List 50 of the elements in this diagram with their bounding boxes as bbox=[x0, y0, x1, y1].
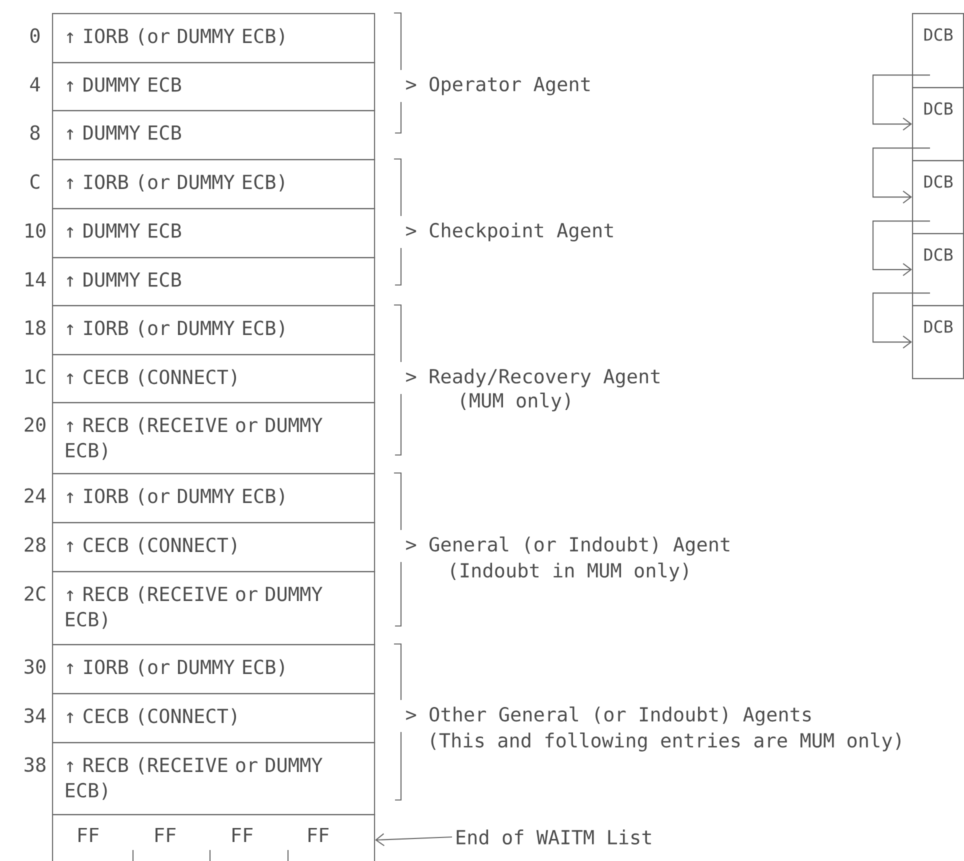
table-row: FF FF FF FF bbox=[52, 814, 376, 861]
table-row: ↑ RECB (RECEIVE or DUMMY ECB) bbox=[52, 402, 376, 474]
offset-label: C bbox=[30, 174, 40, 189]
offset-label: 0 bbox=[30, 28, 40, 43]
table-row: ↑ DUMMY ECB bbox=[52, 62, 376, 112]
end-note: End of WAITM List bbox=[456, 830, 651, 844]
agent-label: > Other General (or Indoubt) Agents bbox=[406, 706, 811, 726]
table-row: ↑ CECB (CONNECT) bbox=[52, 522, 376, 572]
agent-label: > General (or Indoubt) Agent bbox=[406, 536, 730, 556]
offset-label: 8 bbox=[30, 125, 40, 140]
offset-label: 10 bbox=[26, 223, 46, 238]
agent-label: > Operator Agent bbox=[406, 76, 590, 96]
offset-label: 4 bbox=[30, 77, 40, 92]
offset-label: 20 bbox=[24, 417, 46, 432]
table-row: ↑ CECB (CONNECT) bbox=[52, 354, 376, 404]
arrow bbox=[872, 148, 930, 204]
arrow bbox=[872, 292, 930, 348]
table-row: ↑ IORB (or DUMMY ECB) bbox=[52, 644, 376, 694]
table-row: ↑ DUMMY ECB bbox=[52, 110, 376, 160]
offset-label: 28 bbox=[24, 537, 46, 552]
table-row: ↑ RECB (RECEIVE or DUMMY ECB) bbox=[52, 742, 376, 816]
table-row: ↑ IORB (or DUMMY ECB) bbox=[52, 305, 376, 356]
arrow bbox=[872, 74, 930, 130]
offset-label: 14 bbox=[26, 272, 46, 286]
agent-label: > Checkpoint Agent bbox=[406, 222, 613, 242]
table-row: ↑ IORB (or DUMMY ECB) bbox=[52, 13, 376, 64]
offset-label: 1C bbox=[26, 369, 46, 384]
dcb-box: DCB bbox=[912, 13, 964, 88]
offset-label: 30 bbox=[24, 659, 46, 674]
table-row: ↑ IORB (or DUMMY ECB) bbox=[52, 473, 376, 524]
agent-label: (This and following entries are MUM only) bbox=[431, 732, 900, 752]
table-row: ↑ RECB (RECEIVE or DUMMY ECB) bbox=[52, 571, 376, 646]
table-row: ↑ CECB (CONNECT) bbox=[52, 693, 376, 744]
agent-label: > Ready/Recovery Agent bbox=[406, 368, 660, 388]
table-row: ↑ IORB (or DUMMY ECB) bbox=[52, 159, 376, 210]
arrow bbox=[872, 220, 930, 276]
offset-label: 2C bbox=[24, 586, 46, 601]
arrow bbox=[375, 833, 452, 846]
table-row: ↑ DUMMY ECB bbox=[52, 257, 376, 306]
agent-label: (Indoubt in MUM only) bbox=[451, 562, 688, 582]
offset-label: 24 bbox=[24, 488, 46, 503]
offset-label: 18 bbox=[26, 320, 46, 335]
offset-label: 38 bbox=[24, 757, 46, 772]
dcb-box: DCB bbox=[912, 87, 964, 162]
offset-label: 34 bbox=[24, 708, 46, 723]
agent-label: (MUM only) bbox=[461, 392, 570, 412]
table-row: ↑ DUMMY ECB bbox=[52, 208, 376, 258]
dcb-box: DCB bbox=[912, 160, 964, 234]
dcb-box: DCB bbox=[912, 305, 964, 380]
dcb-box: DCB bbox=[912, 233, 964, 306]
